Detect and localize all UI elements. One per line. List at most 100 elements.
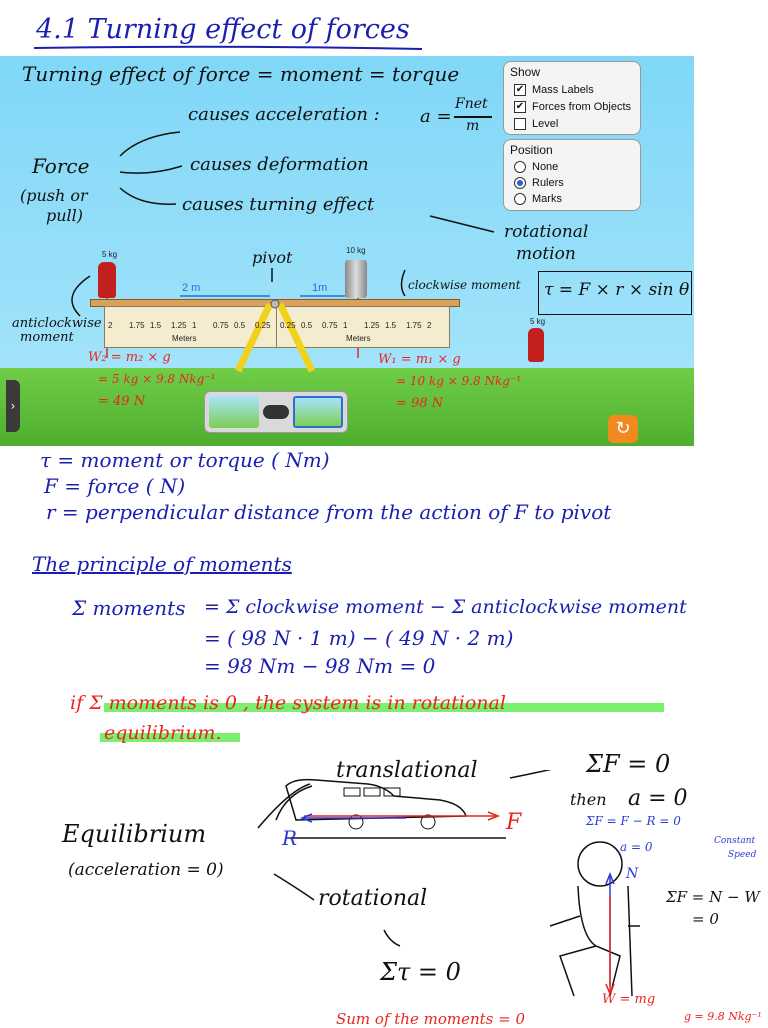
checkbox-icon[interactable]: ✔ [514,101,526,113]
translational-label: translational [336,758,478,783]
red-conclusion-line2: equilibrium. [104,722,222,744]
causes-turning-text: causes turning effect [182,194,375,215]
formula-a: a = [420,106,452,127]
mass-left-label: 5 kg [102,250,118,259]
sum-moments-label: Sum of the moments = 0 [336,1010,526,1028]
a-zero: a = 0 [628,786,688,811]
radio-icon[interactable] [514,161,526,173]
scene-toggle-switch[interactable] [263,405,289,419]
ruler-right-tick-label: 0.75 [322,321,338,330]
mass-ground-label: 5 kg [530,317,546,326]
def-f: F = force ( N) [44,474,186,498]
rotational-text: rotational [504,222,589,242]
show-panel-title: Show [510,65,541,79]
fire-extinguisher-left[interactable] [98,262,116,298]
ruler-left-tick-label: 1.75 [129,321,145,330]
mass-labels-checkbox[interactable]: ✔ Mass Labels [514,84,594,96]
motion-text: motion [516,244,576,264]
mass-m-text: m [466,118,480,134]
scene-toggle-off-image[interactable] [209,396,259,428]
ruler-left-tick-label: 1 [192,321,197,330]
w2-line3: = 49 N [98,394,146,409]
ruler-left-tick-label: 0.75 [213,321,229,330]
trash-can-right[interactable] [345,260,367,298]
ruler-right-tick-label: 1 [343,321,348,330]
checkbox-label: Level [532,118,559,130]
car-sketch [275,778,506,839]
pivot-label: pivot [252,248,293,267]
causes-acceleration-text: causes acceleration : [188,104,380,125]
person-sketch [549,841,640,997]
force-text: Force [32,154,90,178]
ruler-left-tick-label: 0.5 [234,321,246,330]
fraction-bar [454,116,492,118]
position-rulers-radio[interactable]: Rulers [514,177,564,189]
pull-text: pull) [46,206,84,225]
ruler-left-tick-label: 1.5 [150,321,162,330]
reset-button[interactable]: ↻ [608,415,638,443]
gravity-label: g = 9.8 Nkg⁻¹ [684,1010,762,1023]
fulcrum-stand [234,299,316,373]
torque-formula: τ = F × r × sin θ [544,280,690,300]
torque-formula-box [538,271,692,315]
checkbox-label: Forces from Objects [532,101,632,113]
ruler-right-tick-label: 0.25 [280,321,296,330]
position-panel: Position None Rulers Marks [503,139,641,211]
def-r: r = perpendicular distance from the acti… [46,500,612,524]
causes-deformation-text: causes deformation [190,154,369,175]
title-underline [33,45,423,50]
show-panel: Show ✔ Mass Labels ✔ Forces from Objects… [503,61,641,135]
w1-line3: = 98 N [396,396,444,411]
principle-heading: The principle of moments [32,552,292,576]
radio-label: None [532,161,559,173]
blue-a-zero: a = 0 [620,840,653,854]
meters-right-label: Meters [346,334,371,343]
blue-sum-f: ΣF = F − R = 0 [586,814,681,828]
position-marks-radio[interactable]: Marks [514,193,562,205]
definition-text: Turning effect of force = moment = torqu… [22,62,460,86]
radio-icon[interactable] [514,193,526,205]
highlight-stroke-2 [100,733,240,742]
anticlockwise-label: anticlockwise [12,316,102,331]
normal-force-n: N [626,866,639,882]
checkbox-label: Mass Labels [532,84,594,96]
fire-extinguisher-ground[interactable] [528,328,544,362]
ruler-right [276,306,450,348]
highlight-stroke-1 [104,703,664,712]
position-none-radio[interactable]: None [514,161,558,173]
equilibrium-arrows [257,770,552,947]
w2-line2: = 5 kg × 9.8 Nkg⁻¹ [98,372,216,386]
ruler-right-tick-label: 2 [427,321,432,330]
ruler-right-tick-label: 1.25 [364,321,380,330]
clockwise-moment-label: clockwise moment [408,278,521,292]
principle-lhs: Σ moments [72,596,186,620]
scene-toggle[interactable] [204,391,348,433]
force-f: F [506,810,522,835]
ruler-right-tick-label: 0.5 [301,321,313,330]
side-drawer-tab[interactable]: › [6,380,20,432]
sum-f-zero: ΣF = 0 [586,750,671,778]
checkbox-icon[interactable]: ✔ [514,84,526,96]
level-checkbox[interactable]: Level [514,118,558,130]
principle-line1: = Σ clockwise moment − Σ anticlockwise m… [204,596,687,618]
distance-left: 2 m [182,282,201,294]
w2-line1: W₂ = m₂ × g [88,350,171,365]
then-label: then [570,790,607,809]
radio-icon[interactable] [514,177,526,189]
constant-label: Constant [714,836,756,846]
scene-toggle-on-image[interactable] [293,396,343,428]
speed-label: Speed [728,850,757,860]
position-panel-title: Position [510,143,553,157]
forces-from-objects-checkbox[interactable]: ✔ Forces from Objects [514,101,631,113]
principle-line3: = 98 Nm − 98 Nm = 0 [204,654,436,678]
w1-line2: = 10 kg × 9.8 Nkg⁻¹ [396,374,522,388]
balance-simulation[interactable]: Turning effect of force = moment = torqu… [0,56,694,446]
def-tau: τ = moment or torque ( Nm) [40,448,330,472]
distance-right: 1m [312,282,328,294]
radio-label: Rulers [532,177,564,189]
checkbox-icon[interactable] [514,118,526,130]
equilibrium-label: Equilibrium [62,820,207,848]
ruler-right-tick-label: 1.75 [406,321,422,330]
red-conclusion-line1: if Σ moments is 0 , the system is in rot… [70,692,506,714]
sum-f-n-w-zero: = 0 [692,910,719,928]
